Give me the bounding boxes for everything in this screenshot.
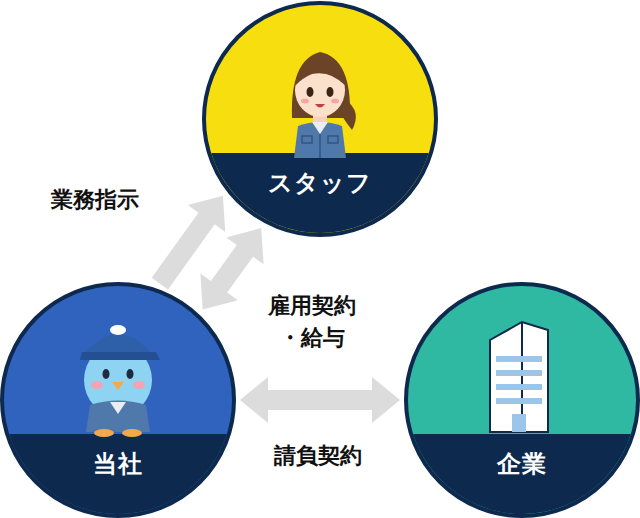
block-arrow [240, 377, 400, 423]
circle-node: 当社 [0, 282, 236, 518]
label-band: 企業 [408, 434, 636, 514]
building-illustration [490, 322, 548, 432]
mascot-illustration [80, 325, 160, 437]
label-band: 当社 [4, 434, 232, 514]
node-title: スタッフ [268, 167, 372, 199]
block-arrow [200, 228, 263, 309]
circle-node: 企業 [404, 282, 640, 518]
edge-label: 業務指示 [51, 184, 139, 216]
node-title: 企業 [497, 448, 547, 480]
circle-node: スタッフ [202, 1, 438, 237]
edge-label: 請負契約 [274, 440, 362, 472]
edge-label: 雇用契約 ・給与 [262, 290, 362, 354]
staff-illustration [292, 52, 356, 158]
node-title: 当社 [93, 448, 143, 480]
label-band: スタッフ [206, 153, 434, 233]
